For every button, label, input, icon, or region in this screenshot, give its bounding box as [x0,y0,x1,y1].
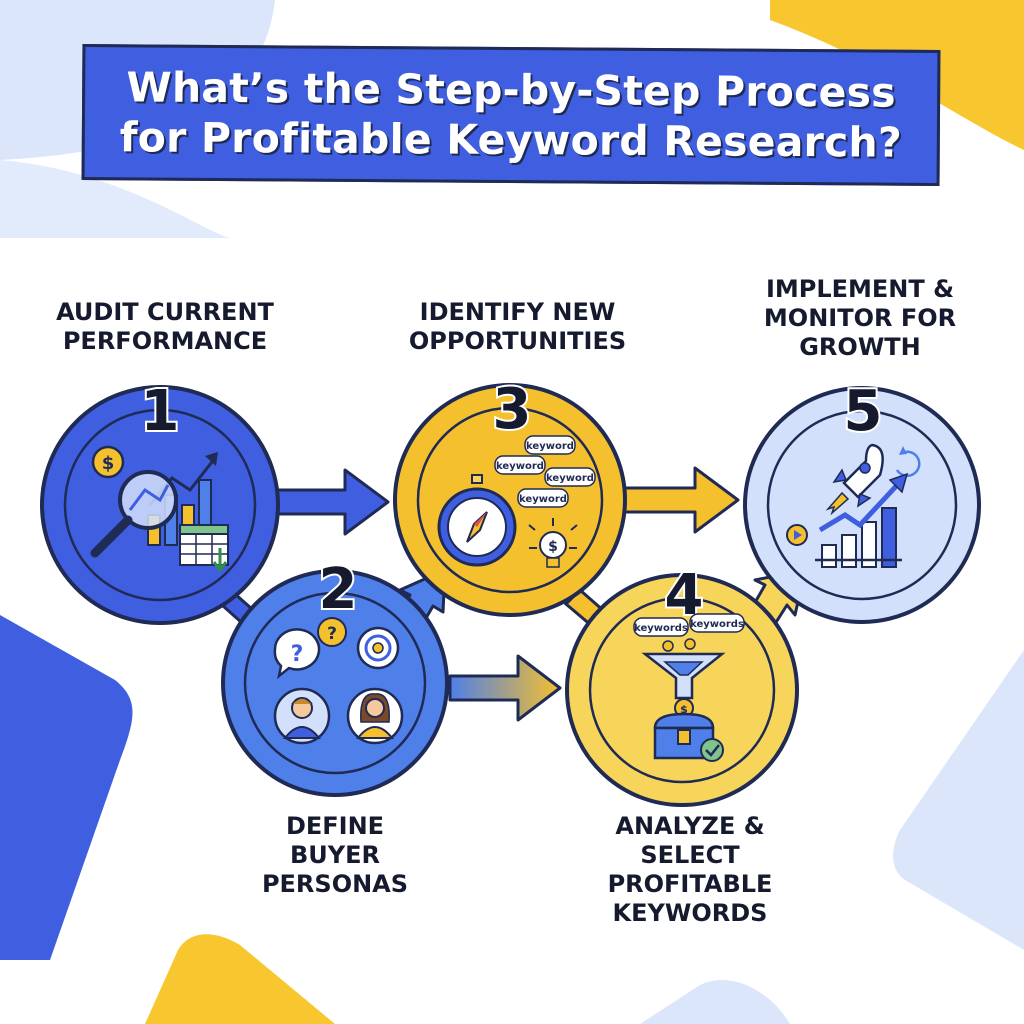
magnifying-glass-icon [90,470,178,558]
keyword-bubble-text: keyword [546,473,594,484]
step-3-label-line: IDENTIFY NEW [419,298,616,326]
step-4-label: ANALYZE & SELECT PROFITABLE KEYWORDS [590,812,790,928]
step-2-label-line: PERSONAS [261,870,409,898]
step-5-label-line: IMPLEMENT & [765,275,955,303]
bg-shape-bottom-left [145,934,335,1024]
step-4-label-line: PROFITABLE [607,870,773,898]
keyword-bubble-text: keywords [634,623,688,634]
step-1-circle: 1 $ [40,377,280,625]
arrow-1-to-3 [268,468,390,536]
dollar-coin-icon: $ [91,445,125,479]
bg-shape-right-middle [893,650,1024,950]
man-avatar-icon [273,687,331,745]
step-5-label-line: MONITOR FOR [763,304,957,332]
bg-shape-left-middle [0,615,133,960]
step-4-circle: 4 keywords keywords $ [565,561,799,807]
keyword-bubble-text: keyword [526,441,574,452]
keyword-bubble-icon: keyword keyword keyword keyword [494,435,596,508]
step-1-label: AUDIT CURRENT PERFORMANCE [40,298,290,356]
step-3-number: 3 [493,377,532,442]
step-1-label-line: AUDIT CURRENT [56,298,274,326]
question-bubble-yellow-icon: ? [317,617,347,647]
svg-text:$: $ [102,453,115,474]
target-bubble-icon [356,626,400,670]
svg-text:$: $ [680,703,688,716]
checkmark-icon [700,738,724,762]
step-2-label-line: DEFINE [285,812,385,840]
keyword-bubble-icon: keywords keywords [633,613,745,637]
rocket-icon [825,443,884,516]
bg-shape-bottom-right [640,979,790,1024]
arrow-3-to-5 [618,466,740,534]
keyword-bubble-text: keywords [690,619,744,630]
step-1-number: 1 [141,379,180,444]
step-5-label-line: GROWTH [799,333,921,361]
step-4-label-line: SELECT [640,841,740,869]
step-2-circle: 2 ? ? [221,555,449,797]
treasure-chest-icon [653,712,715,760]
step-2-label-line: BUYER [289,841,381,869]
svg-text:?: ? [291,642,304,667]
step-2-number: 2 [319,557,358,622]
woman-avatar-icon [346,687,404,745]
step-5-number: 5 [844,379,883,444]
step-3-circle: 3 keyword keyword keyword keyword $ [393,375,627,617]
arrow-2-to-4 [448,654,562,722]
spreadsheet-icon [179,524,229,573]
svg-text:?: ? [327,624,337,644]
funnel-icon: $ [641,638,726,718]
bg-shape-top-left-lower [0,160,230,238]
refresh-icon [895,446,921,477]
step-2-label: DEFINE BUYER PERSONAS [250,812,420,899]
keyword-bubble-text: keyword [496,461,544,472]
keyword-bubble-text: keyword [519,494,567,505]
growth-chart-icon [815,472,909,568]
svg-text:$: $ [548,539,558,555]
question-bubble-icon: ? [273,628,321,680]
step-5-label: IMPLEMENT & MONITOR FOR GROWTH [745,275,975,362]
play-icon [786,524,808,546]
step-4-label-line: ANALYZE & [615,812,765,840]
compass-icon [437,474,517,567]
step-3-label-line: OPPORTUNITIES [408,327,627,355]
step-5-circle: 5 [743,377,981,624]
step-1-label-line: PERFORMANCE [62,327,268,355]
step-3-label: IDENTIFY NEW OPPORTUNITIES [395,298,640,356]
step-4-label-line: KEYWORDS [612,899,768,927]
lightbulb-icon: $ [528,518,578,568]
